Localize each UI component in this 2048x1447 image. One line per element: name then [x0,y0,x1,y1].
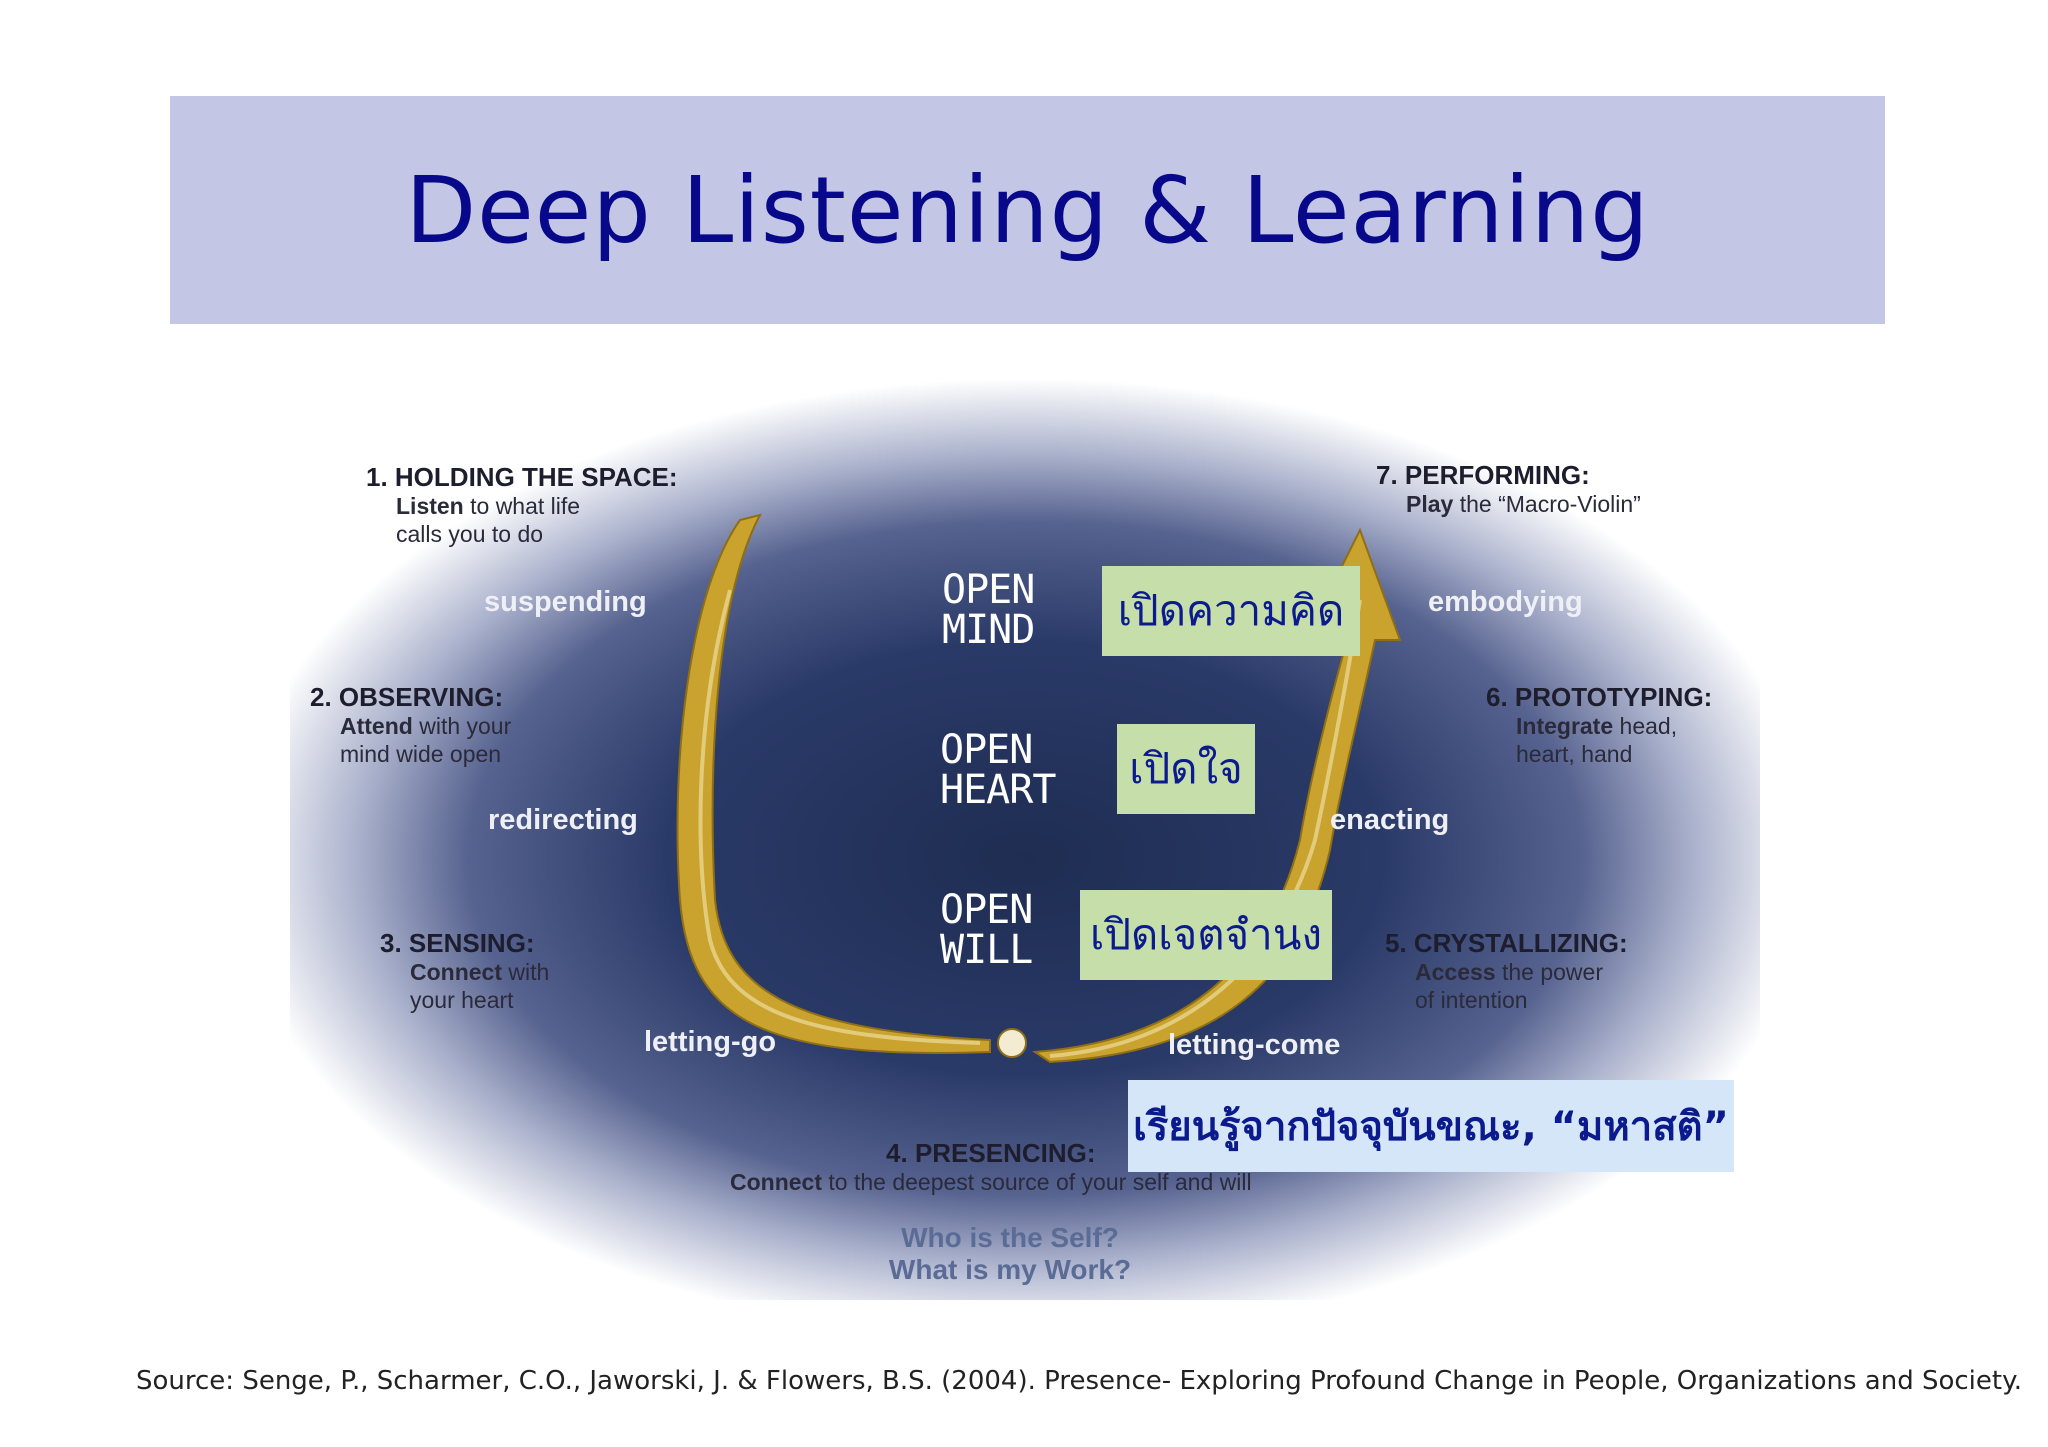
thai-open-heart-box: เปิดใจ [1117,724,1255,814]
source-citation: Source: Senge, P., Scharmer, C.O., Jawor… [136,1366,2023,1396]
u-process-diagram [290,340,1760,1300]
label-letting-come: letting-come [1168,1029,1341,1061]
thai-open-mind-text: เปิดความคิด [1117,586,1345,635]
label-enacting: enacting [1330,804,1450,836]
label-suspending: suspending [484,586,647,618]
u-curve-arrows [676,513,1402,1064]
title-band: Deep Listening & Learning [170,96,1885,324]
thai-presencing-box: เรียนรู้จากปัจจุบันขณะ, “มหาสติ” [1128,1080,1734,1172]
thai-open-heart-text: เปิดใจ [1129,744,1243,793]
step-4-presencing: 4. PRESENCING: Connect to the deepest so… [730,1138,1252,1196]
step-1-holding-space: 1. HOLDING THE SPACE: Listen to what lif… [366,462,678,547]
page-title: Deep Listening & Learning [405,156,1650,264]
thai-presencing-text: เรียนรู้จากปัจจุบันขณะ, “มหาสติ” [1133,1104,1729,1150]
thai-open-will-text: เปิดเจตจำนง [1090,910,1322,959]
label-letting-go: letting-go [644,1026,777,1058]
thai-open-will-box: เปิดเจตจำนง [1080,890,1332,980]
step-7-performing: 7. PERFORMING: Play the “Macro-Violin” [1376,460,1641,518]
step-6-prototyping: 6. PROTOTYPING: Integrate head,heart, ha… [1486,682,1713,767]
left-stroke-highlight [698,589,981,1045]
label-redirecting: redirecting [488,804,638,836]
who-is-self-question: Who is the Self?What is my Work? [888,1222,1132,1285]
left-down-stroke [676,513,991,1054]
label-embodying: embodying [1428,586,1583,618]
presencing-point [997,1028,1027,1058]
thai-open-mind-box: เปิดความคิด [1102,566,1360,656]
right-stroke-highlight [1049,599,1362,1058]
